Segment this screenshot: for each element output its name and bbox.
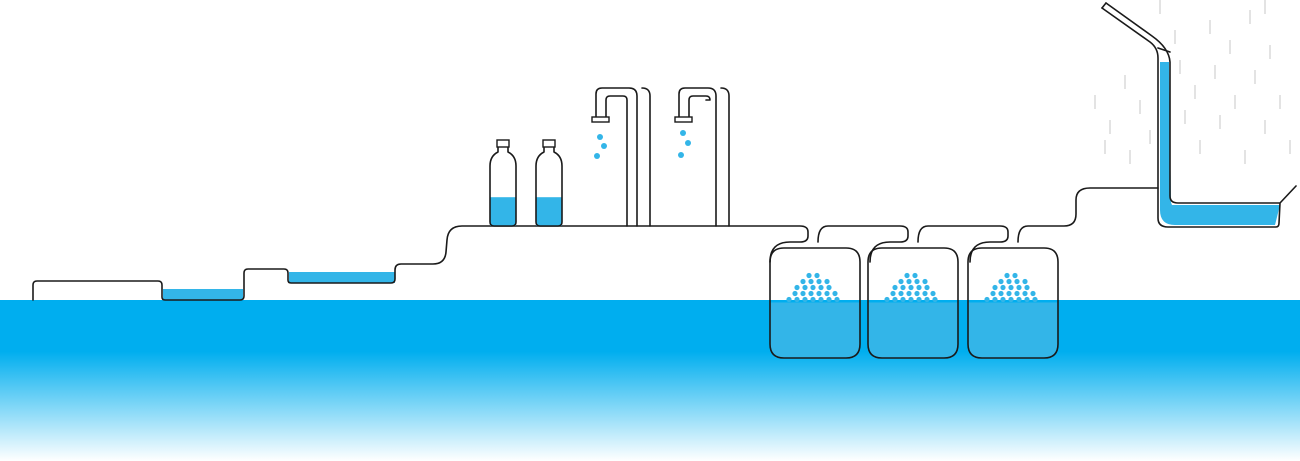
pellet: [802, 284, 808, 291]
pellet: [884, 296, 890, 303]
pellet: [824, 290, 830, 297]
pellet: [806, 272, 812, 279]
faucet-icon: [674, 87, 730, 227]
downspout-water: [1160, 62, 1171, 205]
pellet: [1008, 284, 1014, 291]
pellet: [932, 296, 938, 303]
pellet: [908, 296, 914, 303]
pellet: [922, 278, 928, 285]
gutter-top: [1101, 2, 1171, 53]
pellet: [814, 272, 820, 279]
pipeline-icon: [32, 187, 1159, 301]
pellet: [1030, 290, 1036, 297]
pellet: [800, 278, 806, 285]
pellet: [912, 272, 918, 279]
pellet: [1008, 296, 1014, 303]
pellet: [906, 278, 912, 285]
pellet: [898, 290, 904, 297]
pellet: [826, 284, 832, 291]
pellet: [1004, 272, 1010, 279]
bottle-icon: [535, 139, 563, 227]
pellet: [892, 284, 898, 291]
pellet: [992, 284, 998, 291]
pellet: [1032, 296, 1038, 303]
rain-icon: [1094, 0, 1291, 164]
tank-icon: [769, 247, 861, 359]
pellet: [808, 278, 814, 285]
pellet: [834, 296, 840, 303]
pellet: [998, 290, 1004, 297]
pellet: [922, 290, 928, 297]
tank-water: [868, 302, 958, 358]
pellet: [810, 284, 816, 291]
pellet: [890, 290, 896, 297]
bottle-water: [536, 197, 562, 226]
tank-water: [968, 302, 1058, 358]
pellet: [1022, 290, 1028, 297]
pellet: [904, 272, 910, 279]
bottle-icon: [489, 139, 517, 227]
sea-icon: [0, 300, 1300, 461]
pellet: [832, 290, 838, 297]
pellet: [1012, 272, 1018, 279]
tank-icon: [967, 247, 1059, 359]
pellet: [1014, 278, 1020, 285]
pellet: [914, 278, 920, 285]
pellet: [1006, 290, 1012, 297]
pellet: [930, 290, 936, 297]
pellet: [1016, 296, 1022, 303]
pellet: [810, 296, 816, 303]
pool-water-1: [163, 289, 243, 300]
pellet: [824, 278, 830, 285]
pellet: [916, 296, 922, 303]
faucet-icon: [591, 87, 651, 227]
pellet: [998, 278, 1004, 285]
pellet: [816, 278, 822, 285]
pellet: [990, 290, 996, 297]
pellet: [794, 284, 800, 291]
pellet: [892, 296, 898, 303]
pellet: [992, 296, 998, 303]
pellet: [906, 290, 912, 297]
bottle-cap: [542, 139, 556, 148]
pellet: [816, 290, 822, 297]
pellet: [916, 284, 922, 291]
tank-icon: [867, 247, 959, 359]
basin-water: [1160, 200, 1280, 225]
pellet: [1006, 278, 1012, 285]
pellet: [1000, 284, 1006, 291]
pellet: [1000, 296, 1006, 303]
pellet: [792, 290, 798, 297]
pellet: [818, 296, 824, 303]
pellet: [808, 290, 814, 297]
pellet: [898, 278, 904, 285]
pool-water-2: [289, 272, 395, 283]
bottle-water: [490, 197, 516, 226]
pellet: [924, 296, 930, 303]
pellet: [908, 284, 914, 291]
tanks-group: [769, 247, 1059, 359]
pellet: [802, 296, 808, 303]
pellet: [800, 290, 806, 297]
pellet: [786, 296, 792, 303]
pellet: [1022, 278, 1028, 285]
pellet: [914, 290, 920, 297]
pellet: [826, 296, 832, 303]
pellet: [924, 284, 930, 291]
pellet: [1024, 284, 1030, 291]
pellet: [900, 284, 906, 291]
pellet: [794, 296, 800, 303]
pellet: [984, 296, 990, 303]
pellet: [900, 296, 906, 303]
pellet: [1016, 284, 1022, 291]
pellet: [1014, 290, 1020, 297]
pellet: [1024, 296, 1030, 303]
tank-water: [770, 302, 860, 358]
bottles-group: [489, 139, 563, 227]
bottle-cap: [496, 139, 510, 148]
pellet: [818, 284, 824, 291]
gutter-icon: [1101, 2, 1297, 228]
